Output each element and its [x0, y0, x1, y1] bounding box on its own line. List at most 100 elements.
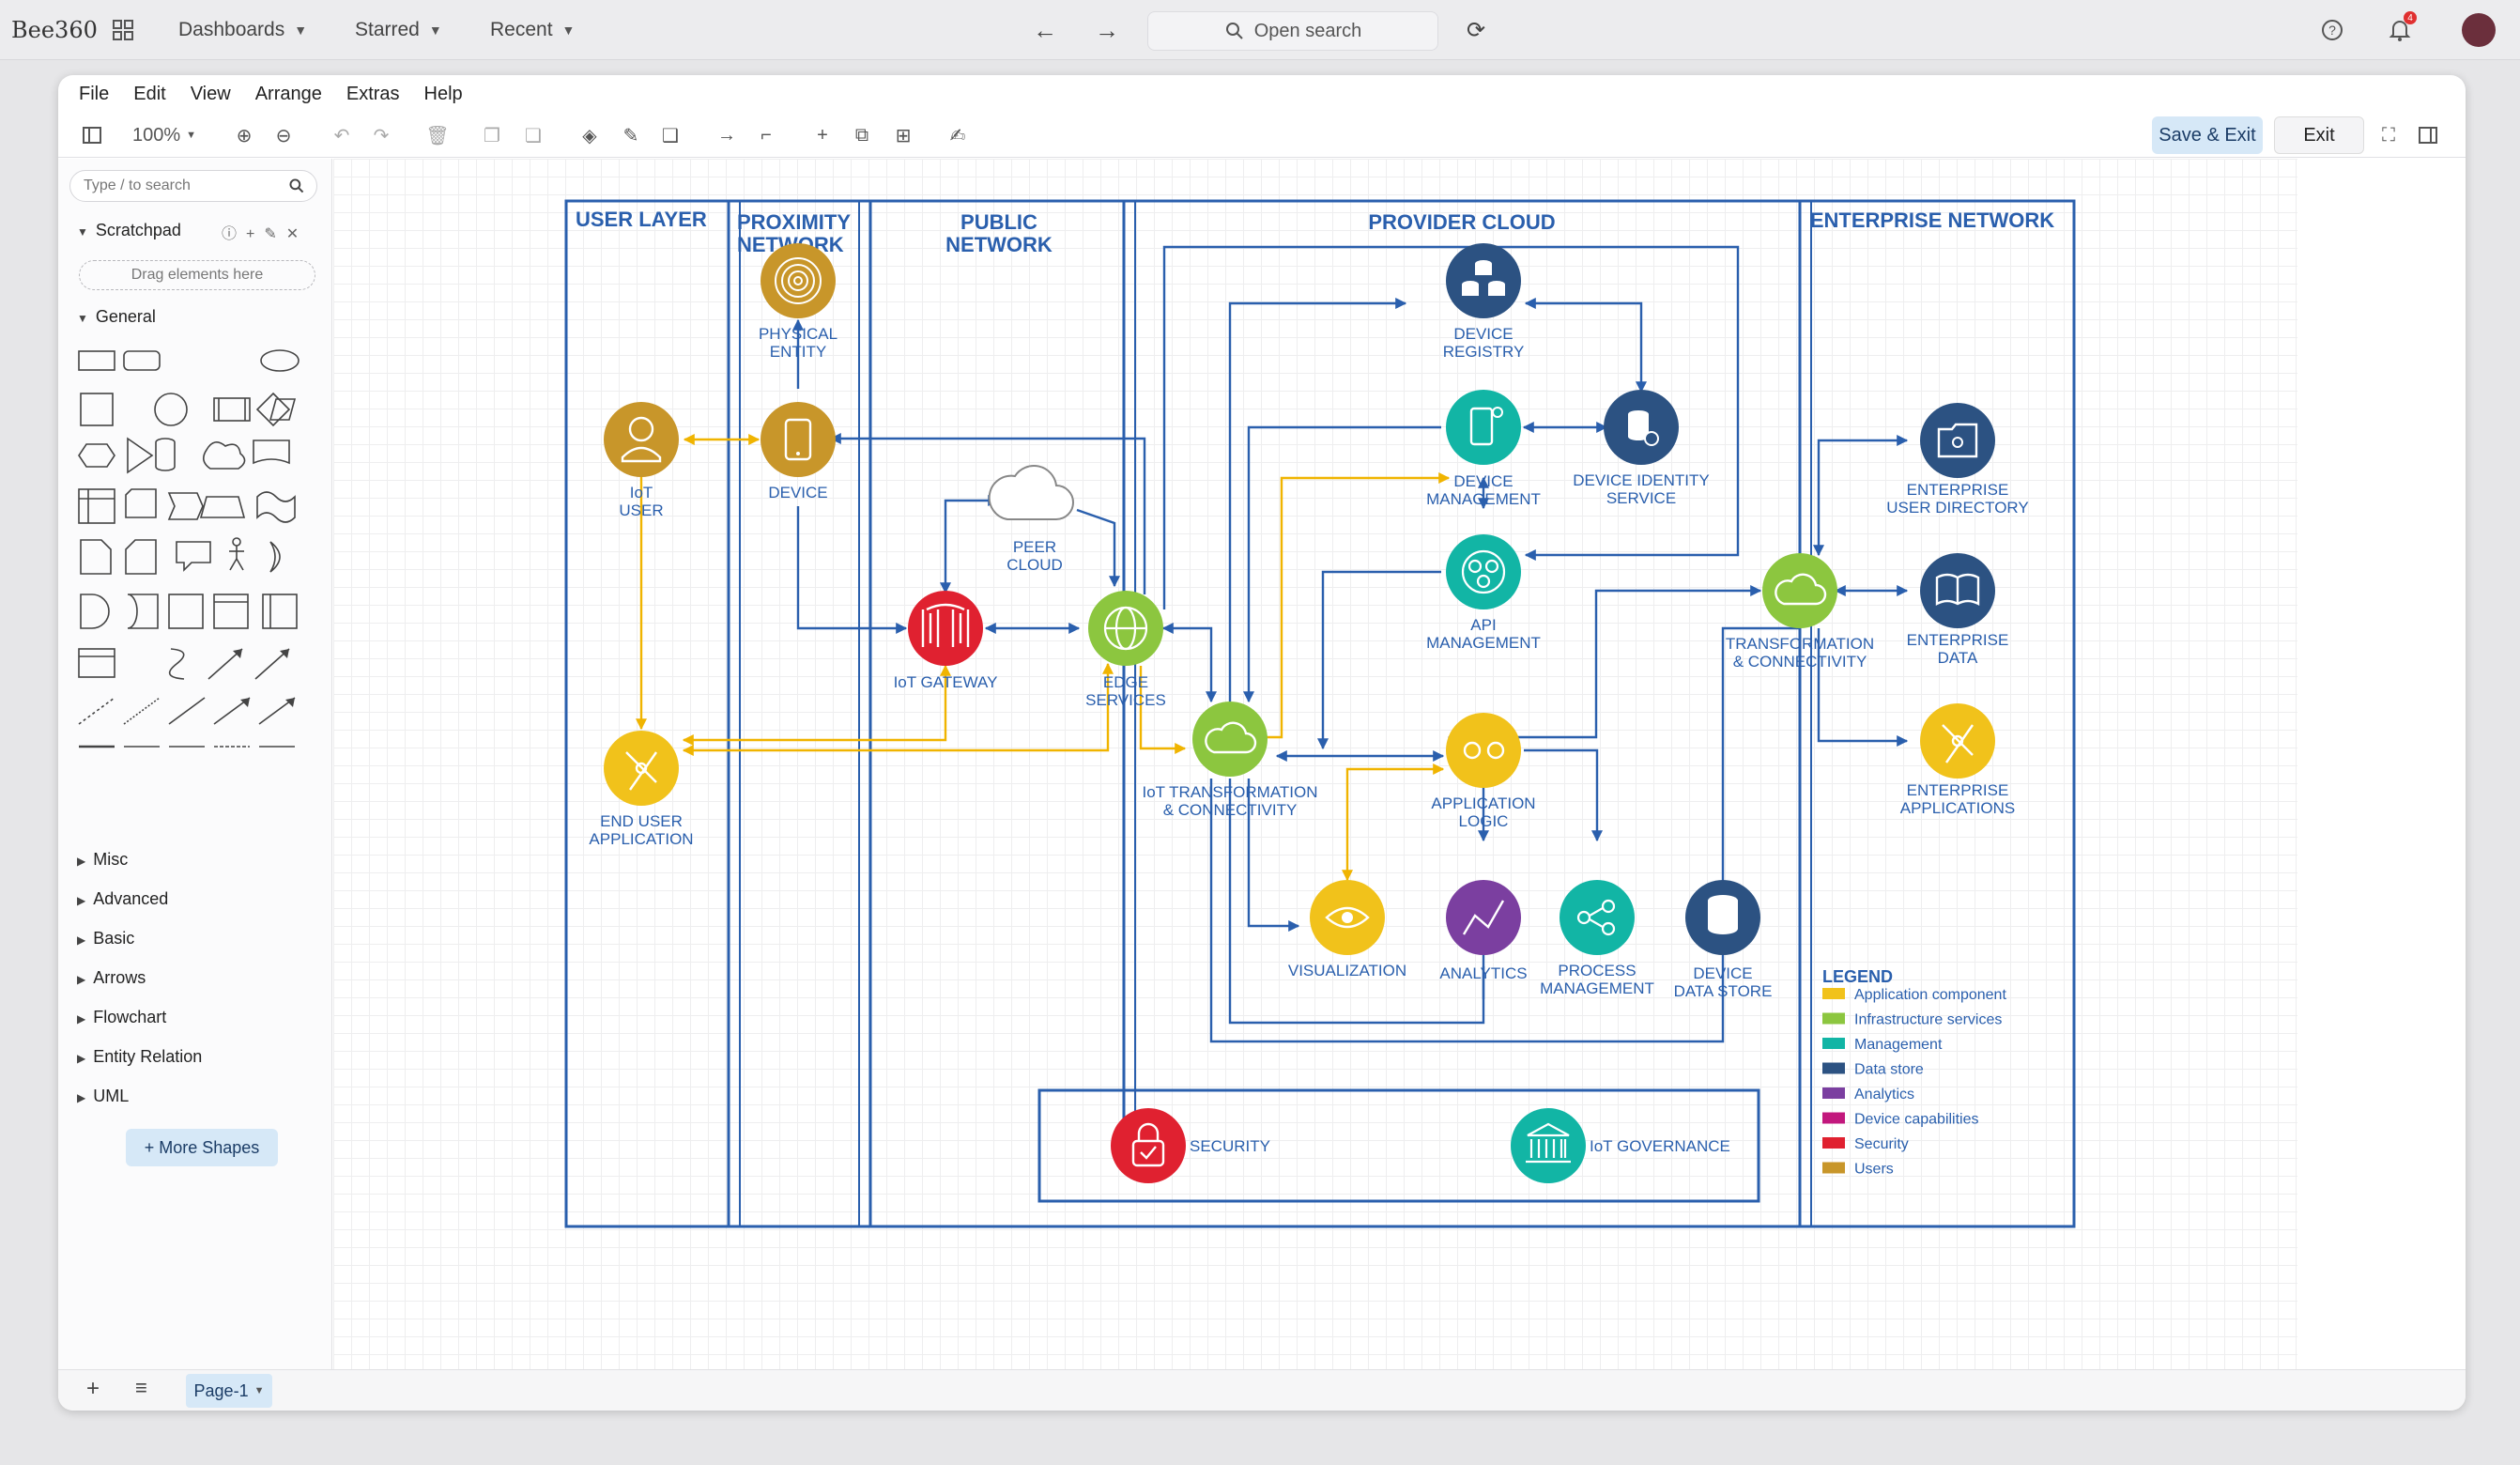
node-peer-cloud[interactable]: PEER CLOUD	[990, 466, 1073, 574]
node-end-user-application[interactable]: END USER APPLICATION	[589, 731, 693, 848]
save-exit-button[interactable]: Save & Exit	[2152, 116, 2263, 154]
pages-menu-icon[interactable]: ≡	[135, 1376, 147, 1400]
add-page-icon[interactable]: +	[86, 1376, 100, 1402]
section-flowchart[interactable]: ▶Flowchart	[77, 1008, 166, 1027]
iot-architecture-diagram[interactable]: USER LAYER PROXIMITY NETWORK PUBLIC NETW…	[333, 159, 2297, 1370]
legend-swatch	[1822, 988, 1845, 999]
triangle-down-icon: ▼	[77, 312, 88, 325]
bell-icon[interactable]	[2389, 0, 2411, 60]
node-physical-entity[interactable]: PHYSICAL ENTITY	[759, 243, 837, 361]
node-device-data-store[interactable]: DEVICE DATA STORE	[1674, 880, 1773, 1000]
node-enterprise-data[interactable]: ENTERPRISE DATA	[1907, 553, 2009, 667]
chevron-down-icon: ▼	[429, 23, 442, 38]
waypoints-icon[interactable]: ⌐	[753, 122, 779, 148]
section-basic-label: Basic	[93, 929, 134, 948]
legend-swatch	[1822, 1137, 1845, 1149]
scratchpad-actions[interactable]: ⓘ+✎✕	[222, 221, 308, 243]
node-enterprise-transformation[interactable]: TRANSFORMATION & CONNECTIVITY	[1726, 553, 1874, 671]
insert-icon[interactable]: +	[809, 122, 836, 148]
refresh-icon[interactable]: ⟳	[1467, 0, 1485, 60]
apps-grid-icon[interactable]	[111, 0, 135, 60]
exit-button[interactable]: Exit	[2274, 116, 2364, 154]
page-tab-label: Page-1	[194, 1381, 249, 1401]
back-arrow-icon[interactable]: ←	[1033, 0, 1057, 60]
format-panel-icon[interactable]	[2415, 122, 2441, 148]
node-device-management[interactable]: DEVICE MANAGEMENT	[1426, 390, 1541, 508]
legend-item-label: Security	[1854, 1136, 1909, 1152]
section-uml[interactable]: ▶UML	[77, 1087, 129, 1106]
node-device[interactable]: DEVICE	[761, 402, 836, 501]
zoom-select[interactable]: 100%▼	[131, 122, 197, 148]
nav-starred[interactable]: Starred▼	[355, 0, 442, 60]
freehand-icon[interactable]: ✍	[945, 122, 971, 148]
legend-swatch	[1822, 1013, 1845, 1025]
shadow-icon[interactable]: ❑	[657, 122, 684, 148]
menu-arrange[interactable]: Arrange	[255, 84, 322, 105]
to-front-icon[interactable]: ❐	[479, 122, 505, 148]
scratchpad-header[interactable]: ▼Scratchpad	[77, 221, 181, 240]
diagram-editor: File Edit View Arrange Extras Help 100%▼…	[58, 75, 2466, 1411]
legend-item-label: Application component	[1854, 987, 2006, 1003]
line-color-icon[interactable]: ✎	[618, 122, 644, 148]
more-shapes-button[interactable]: + More Shapes	[126, 1129, 278, 1166]
menu-extras[interactable]: Extras	[346, 84, 400, 105]
section-entity-relation[interactable]: ▶Entity Relation	[77, 1047, 202, 1067]
menu-view[interactable]: View	[191, 84, 231, 105]
node-application-logic[interactable]: APPLICATION LOGIC	[1431, 713, 1535, 830]
label-device-m: DEVICE	[1453, 472, 1513, 490]
redo-icon[interactable]: ↷	[368, 122, 394, 148]
node-api-management[interactable]: API MANAGEMENT	[1426, 534, 1541, 652]
node-iot-transformation[interactable]: IoT TRANSFORMATION & CONNECTIVITY	[1142, 702, 1317, 819]
zone-proximity-1: PROXIMITY	[737, 210, 851, 234]
label-security: SECURITY	[1190, 1137, 1270, 1155]
zoom-in-icon[interactable]: ⊕	[231, 122, 257, 148]
page-tab-1[interactable]: Page-1 ▼	[186, 1374, 272, 1408]
triangle-right-icon: ▶	[77, 1052, 85, 1065]
app-logo[interactable]: Bee360	[11, 0, 98, 60]
node-iot-gateway[interactable]: IoT GATEWAY	[894, 591, 998, 691]
node-enterprise-user-directory[interactable]: ENTERPRISE USER DIRECTORY	[1886, 403, 2028, 517]
node-edge-services[interactable]: EDGE SERVICES	[1085, 591, 1166, 709]
zone-public-1: PUBLIC	[960, 210, 1037, 234]
general-shape-palette[interactable]	[58, 337, 332, 750]
delete-icon[interactable]: 🗑	[424, 122, 451, 148]
global-search[interactable]: Open search	[1147, 11, 1438, 51]
node-iot-user[interactable]: IoT USER	[604, 402, 679, 519]
section-advanced[interactable]: ▶Advanced	[77, 889, 168, 909]
fullscreen-icon[interactable]: ⛶	[2375, 122, 2402, 148]
node-analytics[interactable]: ANALYTICS	[1439, 880, 1527, 982]
sidebar-toggle-icon[interactable]	[79, 122, 105, 148]
nav-dashboards[interactable]: Dashboards▼	[178, 0, 307, 60]
section-arrows[interactable]: ▶Arrows	[77, 968, 146, 988]
connection-icon[interactable]: →	[714, 122, 740, 148]
forward-arrow-icon[interactable]: →	[1095, 0, 1119, 60]
node-iot-governance[interactable]: IoT GOVERNANCE	[1511, 1108, 1730, 1183]
table-icon[interactable]: ⊞	[890, 122, 916, 148]
undo-icon[interactable]: ↶	[329, 122, 355, 148]
section-misc[interactable]: ▶Misc	[77, 850, 128, 870]
menu-edit[interactable]: Edit	[133, 84, 165, 105]
menu-file[interactable]: File	[79, 84, 109, 105]
chevron-down-icon: ▼	[254, 1385, 265, 1396]
zoom-out-icon[interactable]: ⊖	[270, 122, 297, 148]
nav-recent[interactable]: Recent▼	[490, 0, 575, 60]
user-avatar[interactable]	[2462, 13, 2496, 47]
node-visualization[interactable]: VISUALIZATION	[1288, 880, 1406, 979]
menu-help[interactable]: Help	[424, 84, 463, 105]
label-management-a: MANAGEMENT	[1426, 634, 1541, 652]
fill-color-icon[interactable]: ◈	[576, 122, 603, 148]
node-device-identity-service[interactable]: DEVICE IDENTITY SERVICE	[1573, 390, 1709, 507]
to-back-icon[interactable]: ❏	[520, 122, 546, 148]
nav-dashboards-label: Dashboards	[178, 19, 284, 41]
help-icon[interactable]: ?	[2321, 0, 2343, 60]
scratchpad-dropzone[interactable]: Drag elements here	[79, 260, 315, 290]
shape-search-input[interactable]: Type / to search	[69, 170, 317, 202]
general-header[interactable]: ▼General	[77, 307, 156, 327]
shapes-icon[interactable]: ⧉	[849, 122, 875, 148]
drawing-canvas[interactable]: USER LAYER PROXIMITY NETWORK PUBLIC NETW…	[333, 159, 2297, 1370]
node-security[interactable]: SECURITY	[1111, 1108, 1270, 1183]
node-process-management[interactable]: PROCESS MANAGEMENT	[1540, 880, 1654, 997]
node-enterprise-applications[interactable]: ENTERPRISE APPLICATIONS	[1900, 703, 2016, 817]
section-basic[interactable]: ▶Basic	[77, 929, 134, 948]
node-device-registry[interactable]: DEVICE REGISTRY	[1443, 243, 1525, 361]
